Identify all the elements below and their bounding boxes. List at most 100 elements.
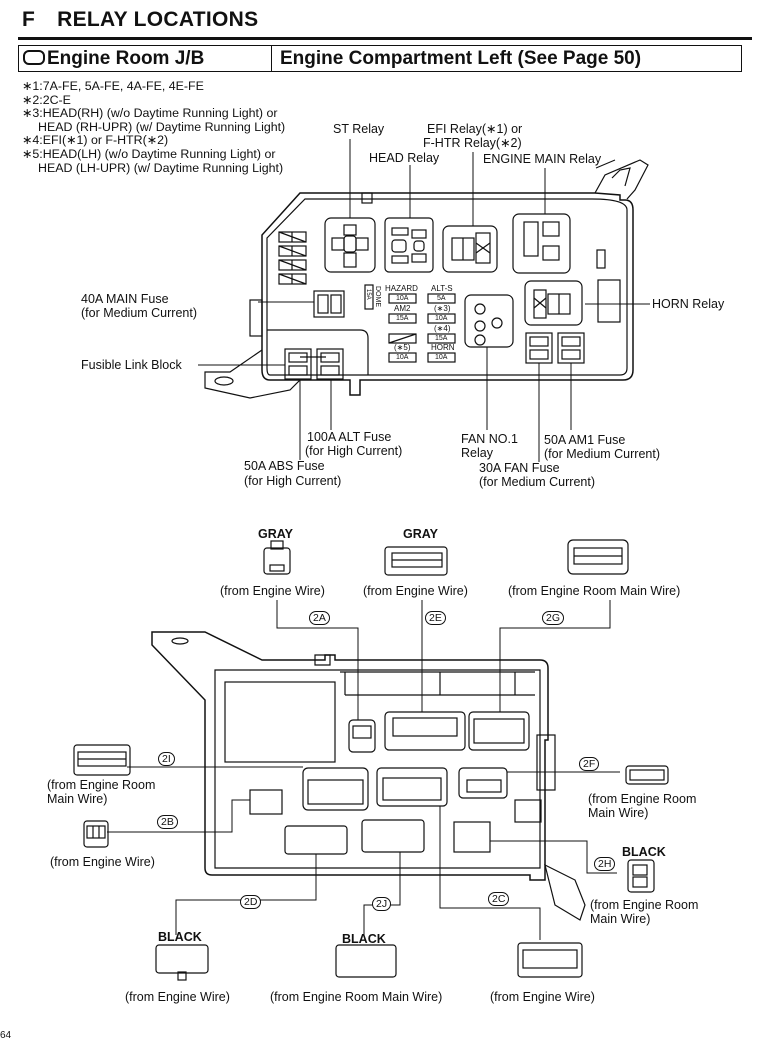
connector-2f-source-2: Main Wire) — [588, 806, 649, 820]
efi-relay-label-1: EFI Relay(∗1) or — [427, 122, 523, 136]
connector-2b-source: (from Engine Wire) — [50, 855, 155, 869]
socket-2d — [284, 825, 348, 855]
location-header-box: Engine Room J/B Engine Compartment Left … — [18, 45, 742, 72]
connector-2a-code: 2A — [309, 611, 330, 625]
footnotes: ∗1:7A-FE, 5A-FE, 4A-FE, 4E-FE ∗2:2C-E ∗3… — [22, 79, 286, 175]
connector-2h-source-2: Main Wire) — [590, 912, 651, 926]
socket-2c — [376, 767, 448, 807]
connector-2c-source: (from Engine Wire) — [490, 990, 595, 1004]
note-3: ∗3:HEAD(RH) (w/o Daytime Running Light) … — [22, 106, 278, 121]
head-relay-socket — [384, 217, 434, 273]
connector-2j-color: BLACK — [342, 932, 386, 946]
socket-2f — [458, 767, 508, 799]
mini-fuse-grid — [388, 293, 456, 363]
fan-fuse-label-2: (for Medium Current) — [479, 475, 595, 489]
connector-2j-glyph — [335, 944, 397, 978]
main-fuse-label-2: (for Medium Current) — [81, 306, 197, 320]
fuse-note3-name: (∗3) — [434, 304, 451, 313]
connector-2a-source: (from Engine Wire) — [220, 584, 325, 598]
bottom-leader-lines — [107, 600, 620, 940]
location-name-cell: Engine Room J/B — [19, 46, 272, 71]
location-detail: Engine Compartment Left (See Page 50) — [280, 48, 642, 69]
connector-2g-source: (from Engine Room Main Wire) — [508, 584, 681, 598]
abs-fuse-label-1: 50A ABS Fuse — [244, 459, 325, 473]
am1-fuse-label-1: 50A AM1 Fuse — [544, 433, 626, 447]
connector-2f-source-1: (from Engine Room — [588, 792, 697, 806]
fan1-relay-label-2: Relay — [461, 446, 493, 460]
head-relay-label: HEAD Relay — [369, 151, 440, 165]
connector-2a-glyph — [263, 540, 291, 575]
connector-2e-source: (from Engine Wire) — [363, 584, 468, 598]
connector-2e-code: 2E — [425, 611, 446, 625]
connector-2i-source-2: Main Wire) — [47, 792, 108, 806]
abs-fuse-label-2: (for High Current) — [244, 474, 342, 488]
connector-2e-color: GRAY — [403, 527, 438, 541]
connector-2i-glyph — [73, 744, 131, 776]
connector-2h-color: BLACK — [622, 845, 666, 859]
engine-main-relay-socket — [512, 213, 571, 274]
st-relay-label: ST Relay — [333, 122, 385, 136]
top-leader-lines — [198, 139, 650, 462]
socket-2j — [361, 819, 425, 853]
main-fuse-40a — [313, 290, 345, 318]
section-letter: F — [22, 8, 36, 31]
connector-2h-glyph — [627, 859, 655, 893]
fan1-relay-label-1: FAN NO.1 — [461, 432, 518, 446]
socket-2i — [302, 767, 369, 811]
connector-2d-code: 2D — [240, 895, 262, 909]
connector-2b-code: 2B — [157, 815, 178, 829]
fan1-relay-socket — [464, 294, 514, 348]
note-1: ∗1:7A-FE, 5A-FE, 4A-FE, 4E-FE — [22, 79, 204, 93]
connector-2d-source: (from Engine Wire) — [125, 990, 230, 1004]
fuse-hazard-name: HAZARD — [385, 284, 418, 293]
fuse-note5-name: (∗5) — [394, 343, 411, 352]
am1-fuse-label-2: (for Medium Current) — [544, 447, 660, 461]
fusible-link-block-label: Fusible Link Block — [81, 358, 182, 372]
connector-2i-code: 2I — [158, 752, 175, 766]
connector-2g-glyph — [567, 539, 629, 575]
connector-2e-glyph — [384, 546, 448, 576]
socket-2e — [384, 711, 466, 751]
rounded-rectangle-symbol-icon — [23, 50, 45, 65]
note-5: ∗5:HEAD(LH) (w/o Daytime Running Light) … — [22, 146, 276, 161]
fuse-am2-name: AM2 — [394, 304, 411, 313]
page-number: 64 — [0, 1030, 12, 1041]
connector-2f-glyph — [625, 765, 669, 785]
fuse-horn-name: HORN — [431, 343, 455, 352]
connector-2j-code: 2J — [372, 897, 392, 911]
st-relay-socket — [324, 217, 376, 273]
connector-2f-code: 2F — [579, 757, 600, 771]
connector-2a-color: GRAY — [258, 527, 293, 541]
fuse-alts-name: ALT-S — [431, 284, 453, 293]
fuse-note4-name: (∗4) — [434, 324, 451, 333]
connector-2i-source-1: (from Engine Room — [47, 778, 156, 792]
connector-2g-code: 2G — [542, 611, 565, 625]
socket-2b — [249, 789, 283, 815]
horn-relay-socket — [524, 280, 583, 326]
connector-2b-glyph — [83, 820, 109, 848]
connector-2d-color: BLACK — [158, 930, 202, 944]
fuse-note5-rating: 10A — [396, 354, 409, 361]
connector-2h-source-1: (from Engine Room — [590, 898, 699, 912]
top-junction-block — [198, 139, 650, 462]
horn-relay-label: HORN Relay — [652, 297, 725, 311]
connector-2d-glyph — [155, 944, 209, 981]
socket-2g — [468, 711, 530, 751]
efi-relay-socket — [442, 225, 498, 273]
section-title-text: RELAY LOCATIONS — [57, 8, 259, 31]
fuse-note4-rating: 15A — [435, 335, 448, 342]
alt-fuse-label-1: 100A ALT Fuse — [307, 430, 392, 444]
fan-fuse-label-1: 30A FAN Fuse — [479, 461, 560, 475]
connector-2c-code: 2C — [488, 892, 510, 906]
bottom-junction-block — [73, 539, 669, 981]
alt-fuse-label-2: (for High Current) — [305, 444, 403, 458]
note-3-cont: HEAD (RH-UPR) (w/ Daytime Running Light) — [38, 119, 286, 134]
socket-2h — [453, 821, 491, 853]
spare-fuse-slots — [278, 231, 307, 285]
note-2: ∗2:2C-E — [22, 92, 71, 107]
connector-2h-code: 2H — [594, 857, 616, 871]
fuse-note3-rating: 10A — [435, 315, 448, 322]
fuse-am2-rating: 15A — [396, 315, 409, 322]
fuse-dome-rating: 15A — [365, 289, 371, 300]
